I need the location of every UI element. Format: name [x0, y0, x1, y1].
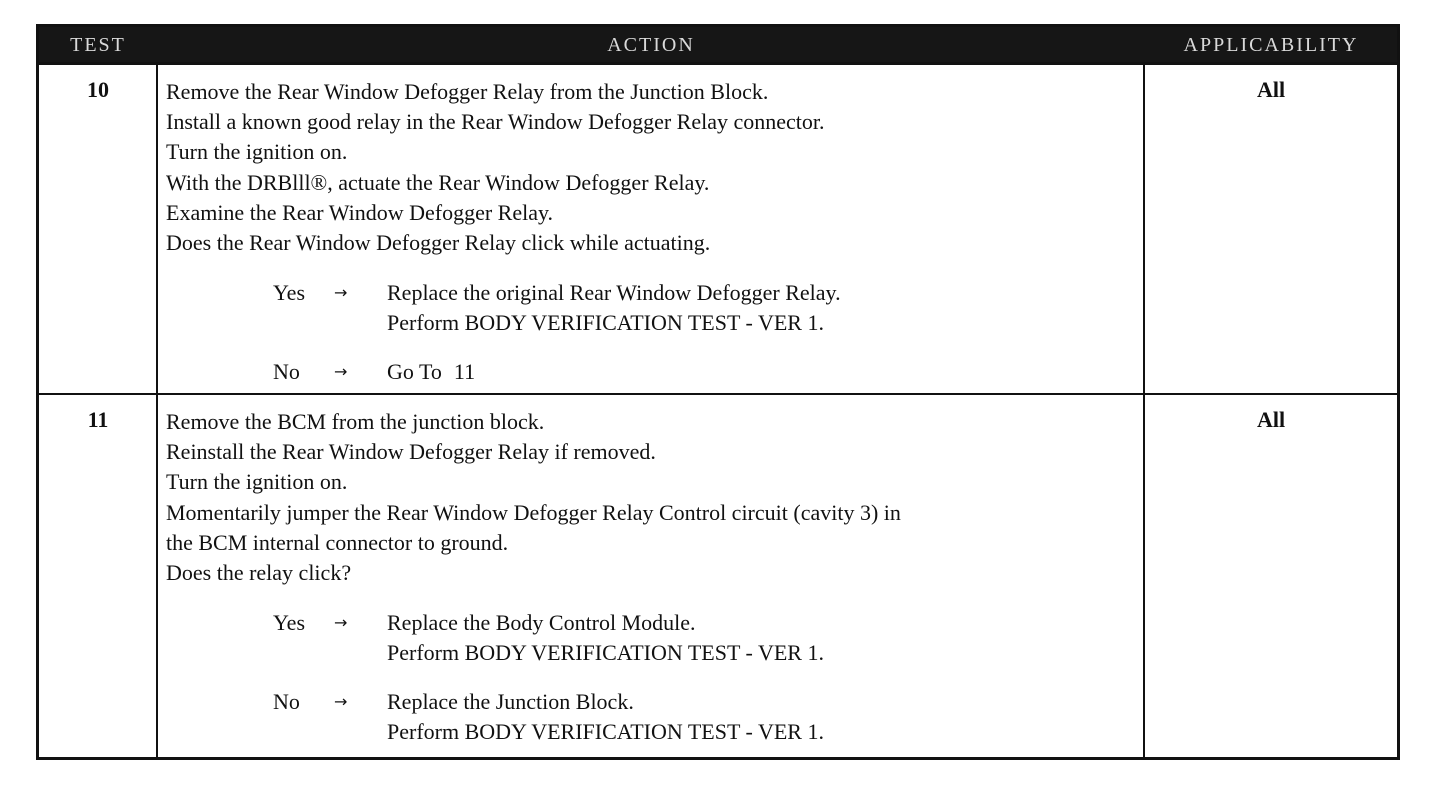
- action-step: Does the relay click?: [166, 560, 352, 586]
- outcome-line: Replace the Body Control Module.: [387, 610, 696, 635]
- header-action: ACTION: [607, 34, 695, 56]
- test-number: 10: [87, 77, 109, 102]
- action-step: Does the Rear Window Defogger Relay clic…: [166, 230, 711, 256]
- action-steps: Remove the BCM from the junction block. …: [166, 407, 1141, 588]
- outcome-label: No: [273, 359, 300, 384]
- outcome-label: Yes: [273, 610, 306, 635]
- applicability-value: All: [1256, 407, 1286, 432]
- outcomes: Yes → Replace the original Rear Window D…: [166, 278, 1141, 406]
- outcome-line: Perform BODY VERIFICATION TEST - VER 1.: [387, 719, 824, 744]
- applicability-value: All: [1256, 77, 1286, 102]
- action-step: Reinstall the Rear Window Defogger Relay…: [166, 439, 656, 465]
- test-number: 11: [87, 407, 109, 432]
- outcome-label: No: [273, 689, 300, 714]
- header-test: TEST: [70, 34, 126, 56]
- table-header: TEST ACTION APPLICABILITY: [39, 27, 1397, 65]
- outcome-yes: Yes → Replace the Body Control Module. P…: [166, 608, 1141, 668]
- outcome-yes: Yes → Replace the original Rear Window D…: [166, 278, 1141, 338]
- outcome-line: Replace the Junction Block.: [387, 689, 634, 714]
- row-divider: [39, 393, 1397, 395]
- outcome-line: Perform BODY VERIFICATION TEST - VER 1.: [387, 310, 824, 335]
- action-step: Turn the ignition on.: [166, 469, 348, 495]
- outcome-label: Yes: [273, 280, 306, 305]
- column-divider: [156, 65, 158, 757]
- goto-text: Go To: [387, 359, 442, 384]
- action-step: Examine the Rear Window Defogger Relay.: [166, 199, 554, 225]
- outcome-no: No → Go To 11: [166, 357, 1141, 387]
- table-row-test-11: 11 Remove the BCM from the junction bloc…: [39, 395, 1397, 757]
- action-steps: Remove the Rear Window Defogger Relay fr…: [166, 77, 1141, 258]
- action-step: Remove the BCM from the junction block.: [166, 409, 545, 434]
- outcome-line: Replace the original Rear Window Defogge…: [387, 280, 841, 305]
- table-row-test-10: 10 Remove the Rear Window Defogger Relay…: [39, 65, 1397, 393]
- action-step: Remove the Rear Window Defogger Relay fr…: [166, 79, 769, 104]
- right-arrow-icon: →: [334, 283, 348, 302]
- right-arrow-icon: →: [334, 613, 348, 632]
- action-step: Turn the ignition on.: [166, 139, 348, 165]
- outcome-line: Perform BODY VERIFICATION TEST - VER 1.: [387, 640, 824, 665]
- header-applicability: APPLICABILITY: [1183, 34, 1359, 56]
- right-arrow-icon: →: [334, 692, 348, 711]
- diagnostic-test-table: TEST ACTION APPLICABILITY 10 Remove the …: [36, 24, 1400, 760]
- right-arrow-icon: →: [334, 362, 348, 381]
- outcome-no: No → Replace the Junction Block. Perform…: [166, 687, 1141, 747]
- column-divider: [1143, 65, 1145, 757]
- action-step: Momentarily jumper the Rear Window Defog…: [166, 499, 901, 525]
- action-step: Install a known good relay in the Rear W…: [166, 109, 825, 135]
- action-step: With the DRBlll®, actuate the Rear Windo…: [166, 169, 710, 195]
- goto-test-number: 11: [453, 359, 476, 384]
- outcomes: Yes → Replace the Body Control Module. P…: [166, 608, 1141, 766]
- action-step: the BCM internal connector to ground.: [166, 529, 509, 555]
